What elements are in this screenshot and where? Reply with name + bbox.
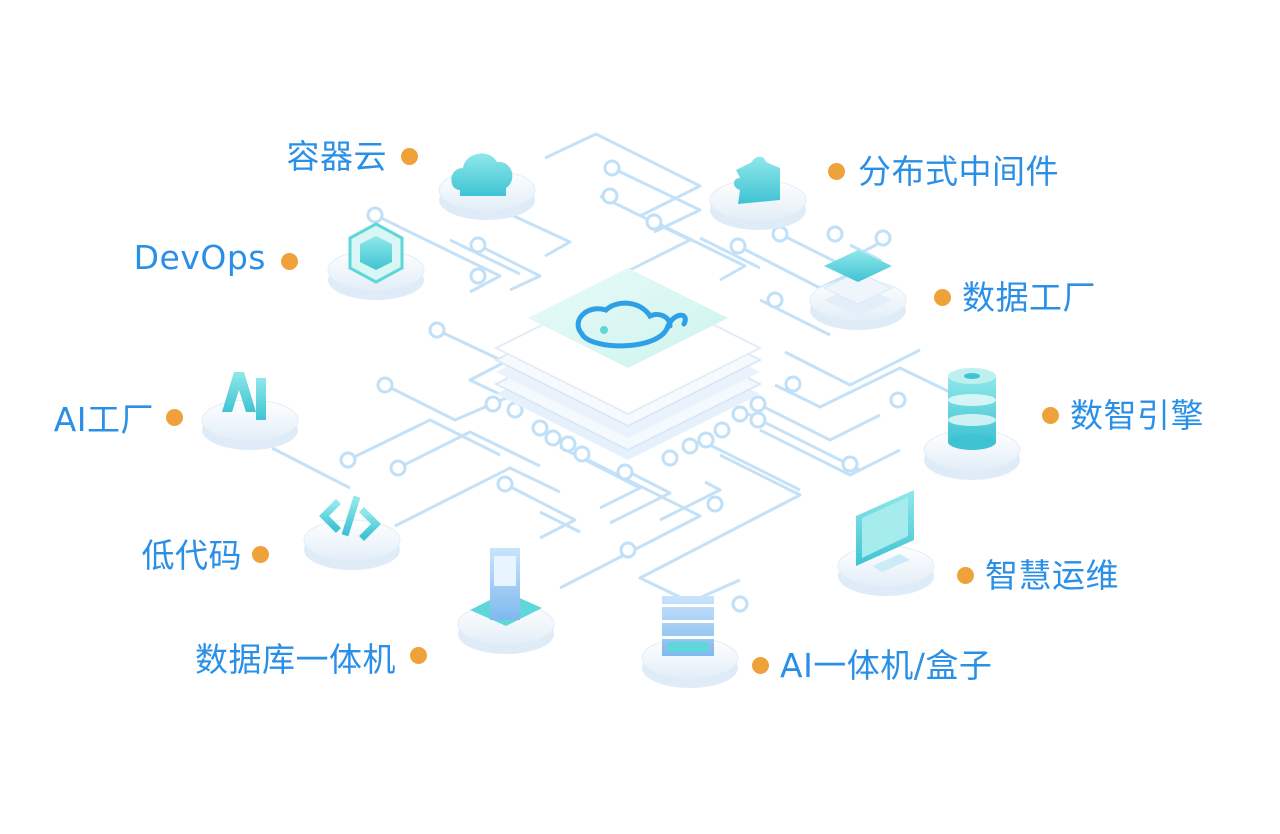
pedestal-smart-ops (837, 490, 935, 596)
module-label-data-intelligence-engine: 数智引擎 (1070, 396, 1204, 435)
bullet-dot (957, 567, 974, 584)
code-brackets-icon (319, 495, 381, 541)
bullet-dot (281, 253, 298, 270)
bullet-dot (166, 409, 183, 426)
bullet-dot (828, 163, 845, 180)
module-label-container-cloud: 容器云 (286, 137, 387, 176)
puzzle-piece-icon (734, 156, 780, 204)
cloud-icon (451, 153, 513, 196)
module-label-data-factory: 数据工厂 (962, 278, 1096, 317)
central-platform (493, 268, 763, 460)
pedestal-ai-factory (201, 372, 299, 450)
module-label-ai-factory: AI工厂 (53, 400, 154, 439)
pedestal-devops (327, 222, 425, 300)
module-label-low-code: 低代码 (141, 536, 242, 575)
server-tower-icon (470, 548, 542, 626)
bullet-dot (752, 657, 769, 674)
database-cylinder-icon (948, 368, 996, 450)
module-label-distributed-middleware: 分布式中间件 (858, 152, 1059, 191)
monitor-icon (856, 490, 914, 572)
pedestal-distributed-middleware (709, 156, 807, 230)
bullet-dot (934, 289, 951, 306)
pedestal-database-appliance (457, 548, 555, 654)
bullet-dot (1042, 407, 1059, 424)
module-label-devops: DevOps (133, 238, 266, 277)
hexagon-cube-icon (348, 222, 404, 284)
pedestal-low-code (303, 495, 401, 570)
circuit-nodes (339, 159, 907, 613)
module-label-database-appliance: 数据库一体机 (195, 640, 396, 679)
module-label-ai-appliance-box: AI一体机/盒子 (780, 646, 993, 685)
bullet-dot (410, 647, 427, 664)
pedestal-ai-appliance-box (641, 596, 739, 688)
cloud-link-logo-icon (575, 300, 688, 349)
pedestal-container-cloud (438, 153, 536, 220)
ai-letters-icon (222, 372, 266, 420)
bullet-dot (252, 546, 269, 563)
pedestal-data-factory (809, 250, 907, 330)
module-label-smart-ops: 智慧运维 (985, 556, 1119, 595)
pedestal-data-intelligence-engine (923, 368, 1021, 480)
circuit-traces (271, 132, 959, 604)
layer-stack-icon (822, 250, 894, 316)
bullet-dot (401, 148, 418, 165)
server-rack-icon (662, 596, 714, 656)
